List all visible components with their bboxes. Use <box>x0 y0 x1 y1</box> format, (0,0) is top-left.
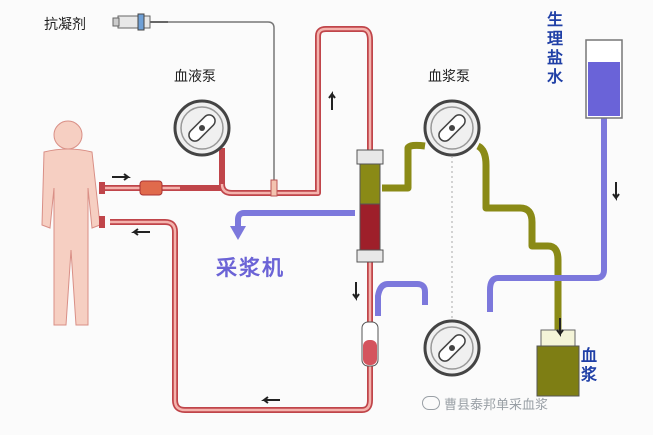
flow-arrows <box>112 91 620 404</box>
plasma-bottle-icon <box>536 329 580 397</box>
saline-bag-icon <box>585 39 623 119</box>
watermark: 曹县泰邦单采血浆 <box>422 394 548 413</box>
blood-pump-icon <box>173 99 231 157</box>
watermark-text: 曹县泰邦单采血浆 <box>444 398 549 413</box>
plasma-label: 血浆 <box>580 346 597 384</box>
return-arrow-icon <box>230 226 246 240</box>
needle-out <box>99 182 105 194</box>
needle-in <box>99 216 105 228</box>
blood-pump-label: 血液泵 <box>174 69 216 85</box>
saline-tubing <box>235 118 607 316</box>
anticoagulant-line <box>168 21 275 186</box>
anticoagulant-joint <box>270 179 278 197</box>
human-figure-icon <box>41 120 101 326</box>
plasma-pump-label: 血浆泵 <box>428 69 470 85</box>
collection-tube-icon <box>361 321 379 367</box>
plasma-machine-label: 采浆机 <box>216 255 285 280</box>
connector-icon <box>139 180 163 196</box>
anticoagulant-label: 抗凝剂 <box>44 17 86 33</box>
syringe-icon <box>112 13 168 31</box>
separator-icon <box>356 149 384 263</box>
wechat-icon <box>422 396 440 410</box>
blood-tubing <box>100 26 373 413</box>
saline-label: 生理盐水 <box>546 10 563 86</box>
plasma-pump-top-icon <box>423 99 481 157</box>
plasma-pump-bottom-icon <box>423 319 481 377</box>
plasma-tubing <box>382 141 562 330</box>
